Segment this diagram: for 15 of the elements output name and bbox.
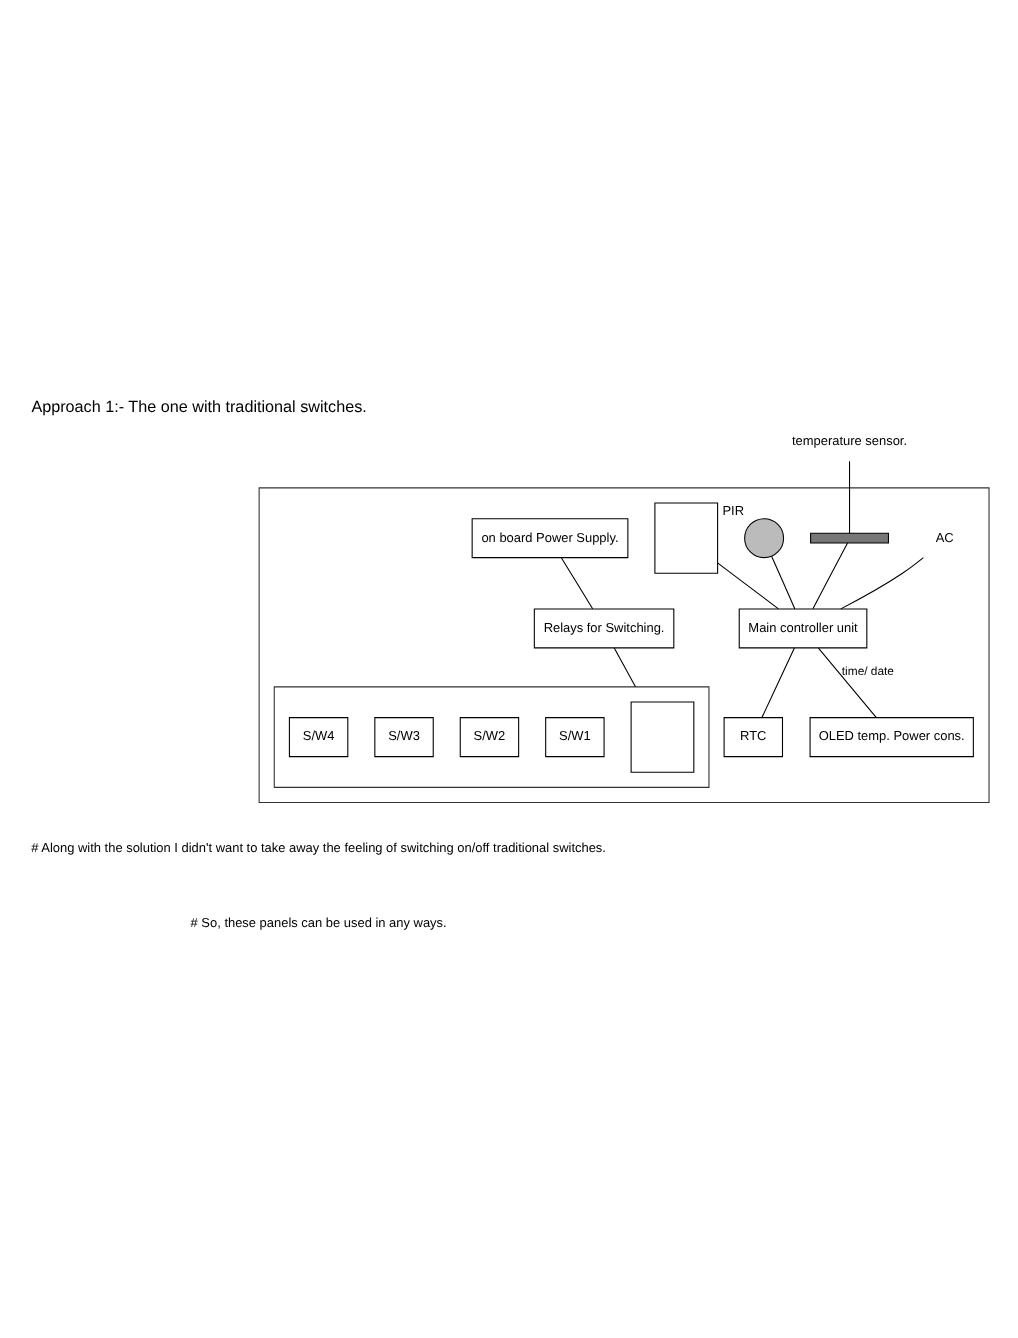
connector [716,562,778,610]
connector [760,647,794,718]
connector [612,647,636,688]
connector [811,542,848,610]
connector [816,647,876,718]
node-bar [809,532,888,544]
cluster [257,487,989,804]
node-box [653,502,718,574]
node-box [629,701,694,773]
connector [848,460,850,534]
connector [839,557,923,610]
connector [770,555,795,610]
connector [559,557,593,610]
cluster [272,686,709,788]
node-circle [743,518,784,559]
